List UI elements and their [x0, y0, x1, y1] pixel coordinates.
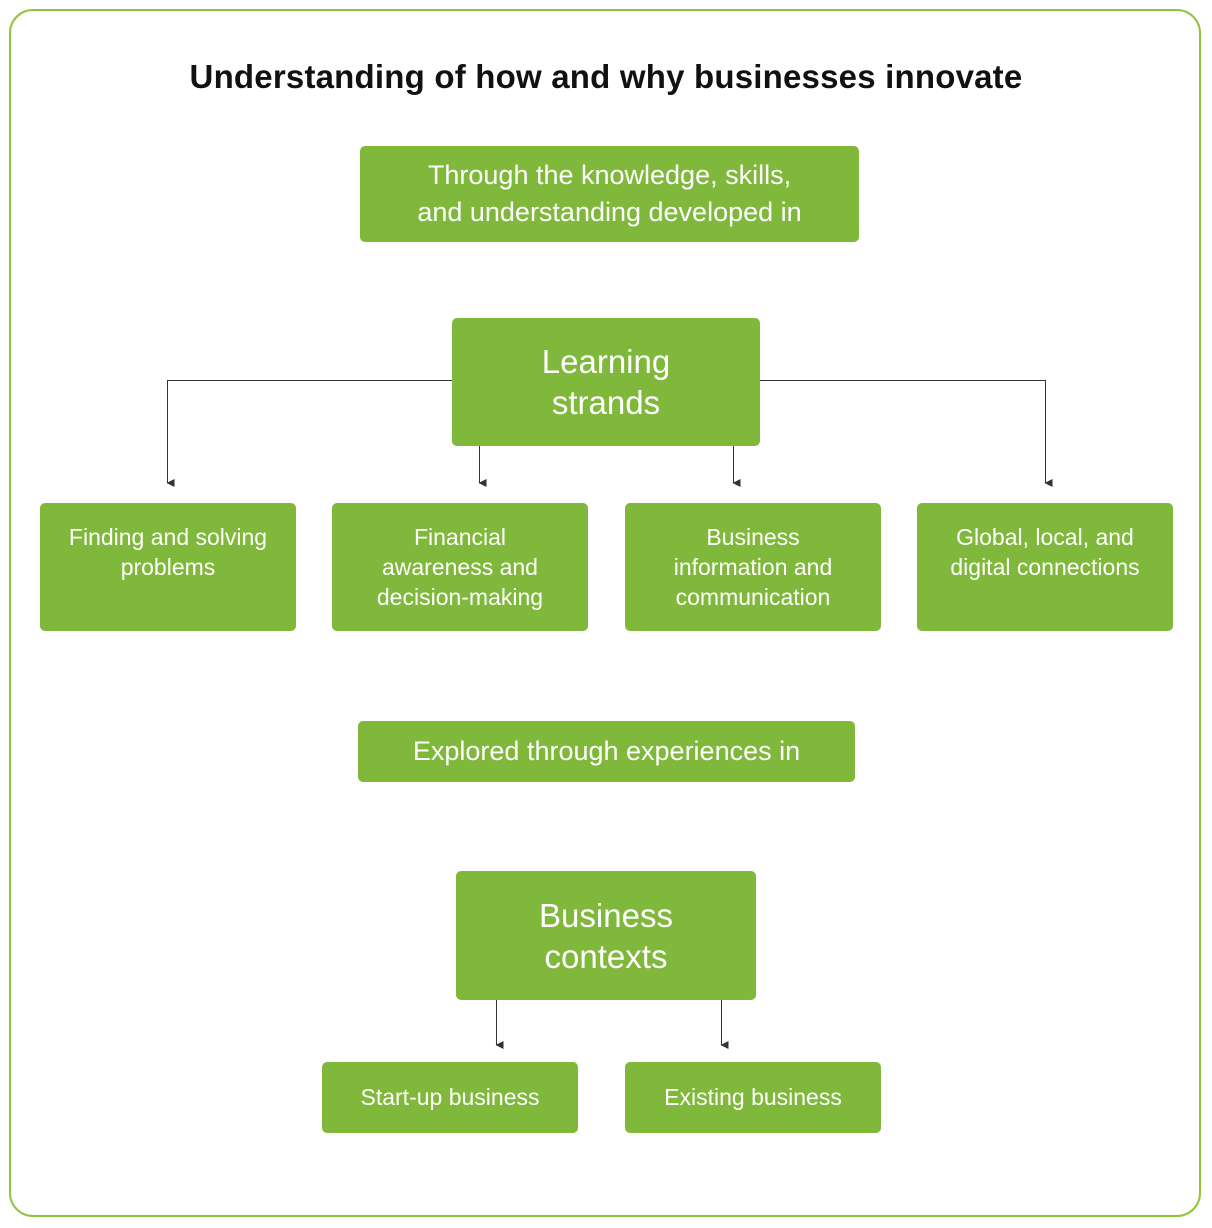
context-box-text: Existing business — [664, 1084, 842, 1110]
strand-box: Finding and solving problems — [40, 503, 296, 631]
learning-strands-hub: Learning strands — [452, 318, 760, 446]
explored-box: Explored through experiences in — [358, 721, 855, 782]
intro-box: Through the knowledge, skills, and under… — [360, 146, 859, 242]
diagram-title: Understanding of how and why businesses … — [189, 58, 1023, 95]
strand-box: Business information and communication — [625, 503, 881, 631]
strand-box: Financial awareness and decision-making — [332, 503, 588, 631]
learning-strands-hub-text: Learning strands — [541, 343, 671, 421]
context-box-text: Start-up business — [360, 1084, 540, 1110]
strand-box-text: Global, local, and digital connections — [950, 524, 1140, 580]
strand-box-text: Business information and communication — [673, 524, 833, 610]
strand-box: Global, local, and digital connections — [917, 503, 1173, 631]
explored-box-text: Explored through experiences in — [412, 736, 801, 766]
context-box: Start-up business — [322, 1062, 578, 1133]
strand-box-text: Finding and solving problems — [68, 524, 268, 580]
intro-box-text: Through the knowledge, skills, and under… — [417, 160, 802, 227]
strand-box-text: Financial awareness and decision-making — [376, 524, 544, 610]
business-contexts-hub-text: Business contexts — [539, 896, 673, 975]
context-box: Existing business — [625, 1062, 881, 1133]
business-contexts-hub: Business contexts — [456, 871, 756, 1000]
